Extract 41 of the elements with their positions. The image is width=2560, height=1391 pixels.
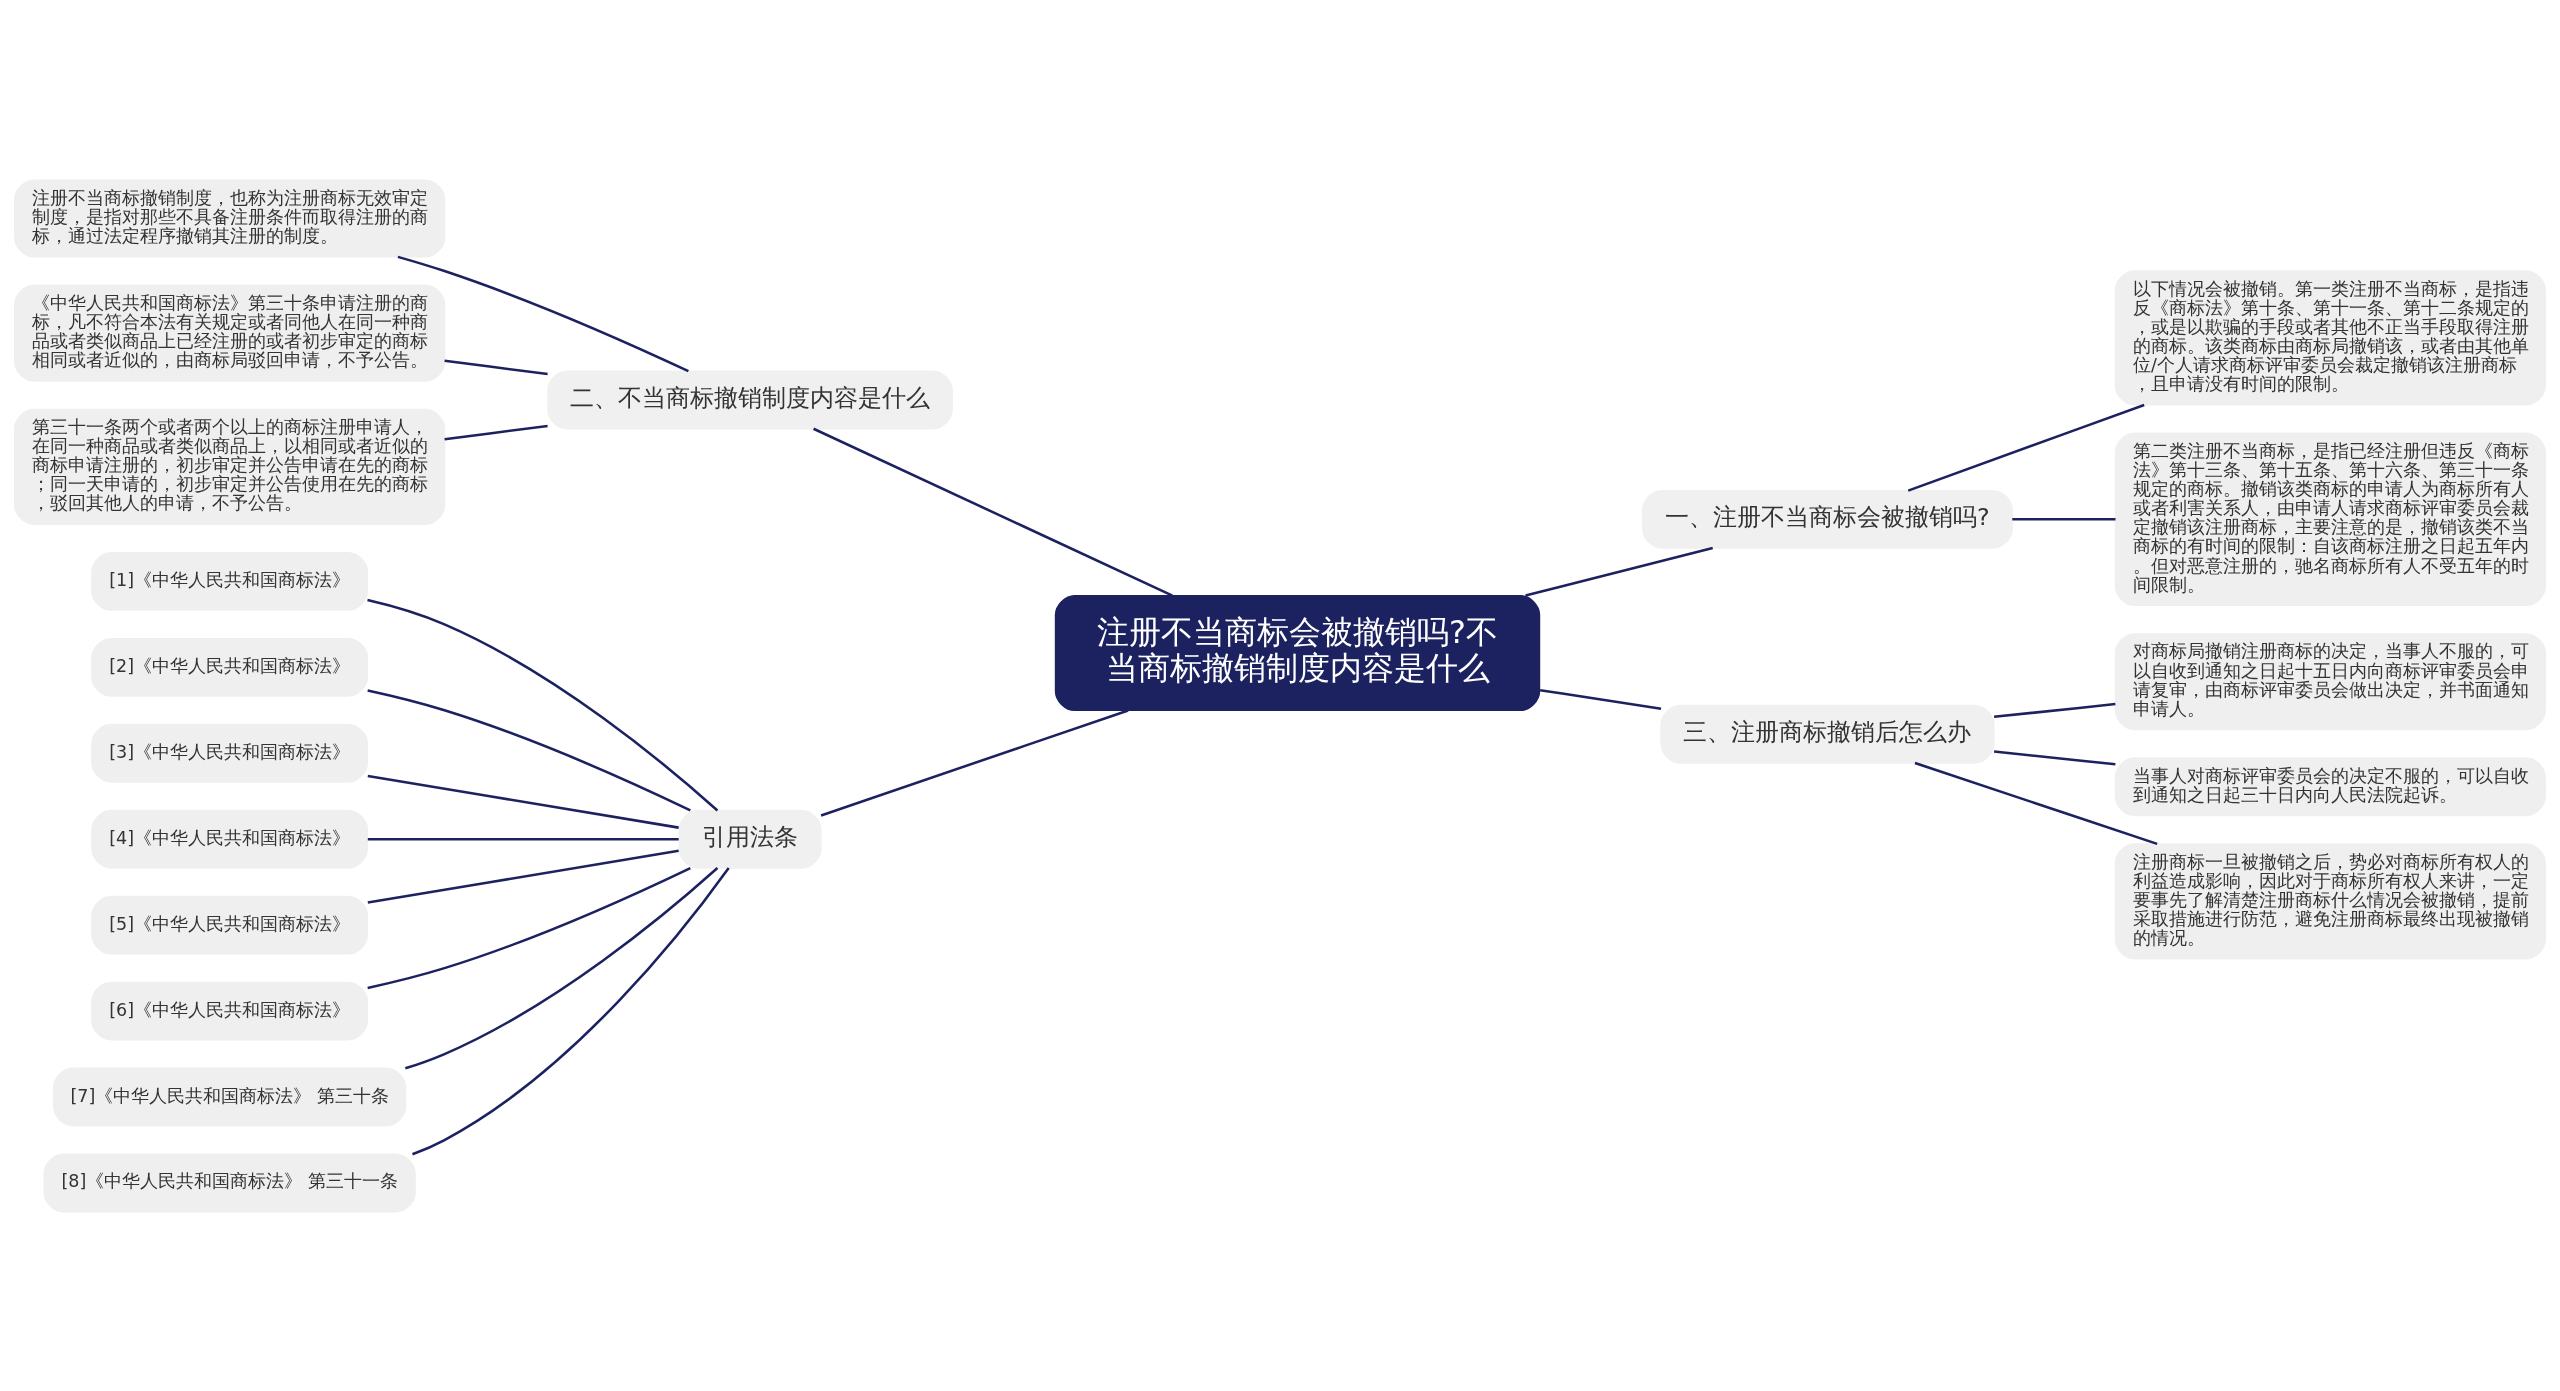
connector <box>367 688 691 812</box>
connector <box>412 866 730 1155</box>
node-box: [5]《中华人民共和国商标法》 <box>91 895 369 955</box>
connector <box>404 866 719 1070</box>
connector <box>444 424 548 440</box>
node-box: 三、注册商标撤销后怎么办 <box>1660 704 1995 764</box>
connector <box>813 427 1173 597</box>
connector <box>1914 761 2158 845</box>
connector <box>367 837 679 840</box>
connector <box>367 866 691 989</box>
node-box: [3]《中华人民共和国商标法》 <box>91 723 369 783</box>
node-box: [8]《中华人民共和国商标法》 第三十一条 <box>43 1153 416 1212</box>
connector <box>1539 688 1662 710</box>
node-box: 二、不当商标撤销制度内容是什么 <box>547 370 953 429</box>
node-box: [6]《中华人民共和国商标法》 <box>91 981 369 1041</box>
connector <box>1907 403 2145 492</box>
connector <box>367 598 719 811</box>
node-box: [7]《中华人民共和国商标法》 第三十条 <box>53 1067 407 1126</box>
connector <box>1525 546 1713 597</box>
node-box: 当事人对商标评审委员会的决定不服的，可以自收到通知之日起三十日内向人民法院起诉。 <box>2114 756 2546 816</box>
node-box: 引用法条 <box>678 809 822 869</box>
connector <box>2012 517 2116 521</box>
connector <box>367 849 679 904</box>
node-box: 注册不当商标会被撤销吗?不当商标撤销制度内容是什么 <box>1054 594 1541 711</box>
node-box: 注册商标一旦被撤销之后，势必对商标所有权人的利益造成影响，因此对于商标所有权人来讲，一定要事先了解清楚注册商标什么情况会被撤销，提前采取措施进行防范，避免注册商标最终出现被撤销的情况。 <box>2114 842 2546 959</box>
node-box: 第三十一条两个或者两个以上的商标注册申请人，在同一种商品或者类似商品上，以相同或者近似的商标申请注册的，初步审定并公告申请在先的商标；同一天申请的，初步审定并公告使用在先的商标，驳回其他人的申请，不予公告。 <box>14 408 446 525</box>
node-box: [2]《中华人民共和国商标法》 <box>91 637 369 697</box>
connector <box>820 708 1129 817</box>
node-box: 《中华人民共和国商标法》第三十条申请注册的商标，凡不符合本法有关规定或者同他人在同一种商品或者类似商品上已经注册的或者初步审定的商标相同或者近似的，由商标局驳回申请，不予公告。 <box>14 284 446 382</box>
node-box: 对商标局撤销注册商标的决定，当事人不服的，可以自收到通知之日起十五日内向商标评审委员会申请复审，由商标评审委员会做出决定，并书面通知申请人。 <box>2114 632 2546 730</box>
node-box: 第二类注册不当商标，是指已经注册但违反《商标法》第十三条、第十五条、第十六条、第三十一条规定的商标。撤销该类商标的申请人为商标所有人或者利害关系人，由申请人请求商标评审委员会裁定撤销该注册商标，主要注意的是，撤销该类不当商标的有时间的限制：自该商标注册之日起五年内。但对恶意注册的，驰名商标所有人不受五年的时间限制。 <box>2114 432 2546 606</box>
connector <box>397 255 689 372</box>
node-box: [4]《中华人民共和国商标法》 <box>91 809 369 869</box>
node-box: 以下情况会被撤销。第一类注册不当商标，是指违反《商标法》第十条、第十一条、第十二条规定的，或是以欺骗的手段或者其他不正当手段取得注册的商标。该类商标由商标局撤销该，或者由其他单位/个人请求商标评审委员会裁定撤销该注册商标，且申请没有时间的限制。 <box>2114 269 2546 406</box>
connector <box>367 774 679 829</box>
node-box: 一、注册不当商标会被撤销吗? <box>1642 489 2013 549</box>
node-box: 注册不当商标撤销制度，也称为注册商标无效审定制度，是指对那些不具备注册条件而取得注册的商标，通过法定程序撤销其注册的制度。 <box>14 179 446 258</box>
connector <box>1993 749 2116 766</box>
connector <box>444 358 548 375</box>
connector <box>1993 702 2116 718</box>
node-box: [1]《中华人民共和国商标法》 <box>91 551 369 611</box>
